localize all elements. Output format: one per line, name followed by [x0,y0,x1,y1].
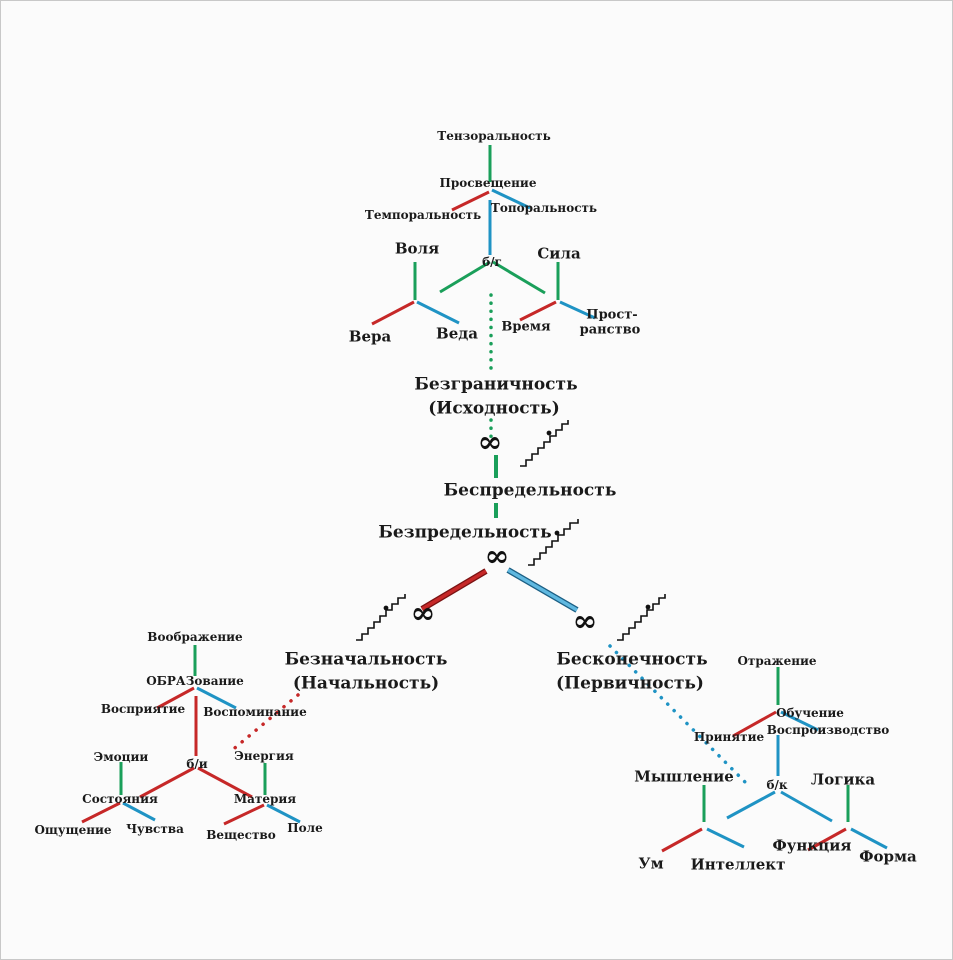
label-myshlenie: Мышление [634,767,734,786]
label-node-bi: б/и [186,757,208,771]
line-vosproizvodstvo [780,710,819,732]
line-funkciya [807,827,847,852]
label-veshchestvo: Вещество [206,828,276,842]
label-toporalnost: Топоральность [490,201,598,215]
right-cluster-lines [661,667,888,853]
line-chuvstva [122,801,156,822]
bar-left-red-inner [421,569,487,611]
label-iskhodnost: (Исходность) [428,398,560,419]
line-bk-left [726,790,776,820]
label-node-bg: б/г [482,255,502,269]
label-emocii: Эмоции [93,750,149,764]
line-vospriyatie [156,686,195,710]
line-prostranstvo [559,300,596,320]
left-cluster-lines [81,645,301,826]
line-bg-right [492,260,546,295]
label-obuchenie: Обучение [776,706,844,720]
label-tenzoralnost: Тензоральность [437,129,551,143]
line-bi-right [197,766,253,799]
label-chuvstva: Чувства [126,822,184,836]
line-vospominanie [196,686,237,710]
label-sila: Сила [537,244,581,263]
label-vera: Вера [348,327,392,346]
label-prostranstvo-1: Прост- [586,307,638,323]
label-vospriyatie: Восприятие [100,702,186,716]
label-pervichnost: (Первичность) [556,673,704,694]
label-voobrazhenie: Воображение [147,630,243,644]
line-forma [850,827,888,850]
label-volya: Воля [394,239,440,258]
label-forma: Форма [859,847,917,866]
label-intellekt: Интеллект [690,855,786,874]
line-pole [266,803,301,824]
label-bezgranichnost: Безграничность [414,374,578,395]
bar-right-blue-inner [507,568,578,612]
label-oshchushchenie: Ощущение [34,823,112,837]
label-beskonechnost: Бесконечность [556,649,708,670]
line-temporalnost [451,190,490,212]
line-vremya [519,300,557,322]
label-um: Ум [638,854,664,873]
line-veshchestvo [223,803,265,826]
label-prosveschenie: Просвещение [439,176,537,190]
line-um [661,827,703,853]
line-intellekt [706,827,745,849]
label-bespredelnost: Беспредельность [443,480,617,501]
label-vospominanie: Воспоминание [203,705,307,719]
label-prostranstvo-2: ранство [579,322,641,338]
line-bk-right [780,790,833,823]
staircase-icon-1 [520,420,569,467]
line-veda [416,300,460,325]
label-sostoyaniya: Состояния [82,792,158,806]
label-logika: Логика [810,770,876,789]
label-veda: Веда [436,324,478,343]
staircase-icon-3 [356,594,406,641]
line-bi-left [139,766,195,799]
label-obrazovanie: ОБРАЗование [146,674,244,688]
label-bezpredelnost: Безпредельность [378,522,552,543]
infinity-icon-4: ∞ [572,604,598,639]
label-materiya: Материя [233,792,297,806]
line-bg-left [439,260,491,294]
infinity-icon-3: ∞ [410,596,436,631]
infinity-icon-1: ∞ [477,425,503,460]
staircase-icon-4 [617,594,666,641]
label-vosproizvodstvo: Воспроизводство [766,723,890,737]
top-cluster-lines [371,145,596,326]
line-prinyatie [732,710,777,738]
infinity-icon-2: ∞ [484,539,510,574]
label-pole: Поле [287,821,323,835]
label-otrazhenie: Отражение [737,654,817,668]
dots-left-diagonal [228,693,300,754]
label-energiya: Энергия [234,749,294,763]
line-toporalnost [491,188,531,210]
staircase-icon-2 [528,519,579,566]
line-vera [371,300,415,326]
label-beznachalnost: Безначальность [284,649,448,670]
label-nachalnost: (Начальность) [292,673,440,694]
label-node-bk: б/к [766,778,788,792]
label-vremya: Время [501,319,551,335]
line-oshchushchenie [81,801,121,824]
label-temporalnost: Темпоральность [364,208,482,222]
label-prinyatie: Принятие [693,730,765,744]
label-funkciya: Функция [772,836,852,855]
